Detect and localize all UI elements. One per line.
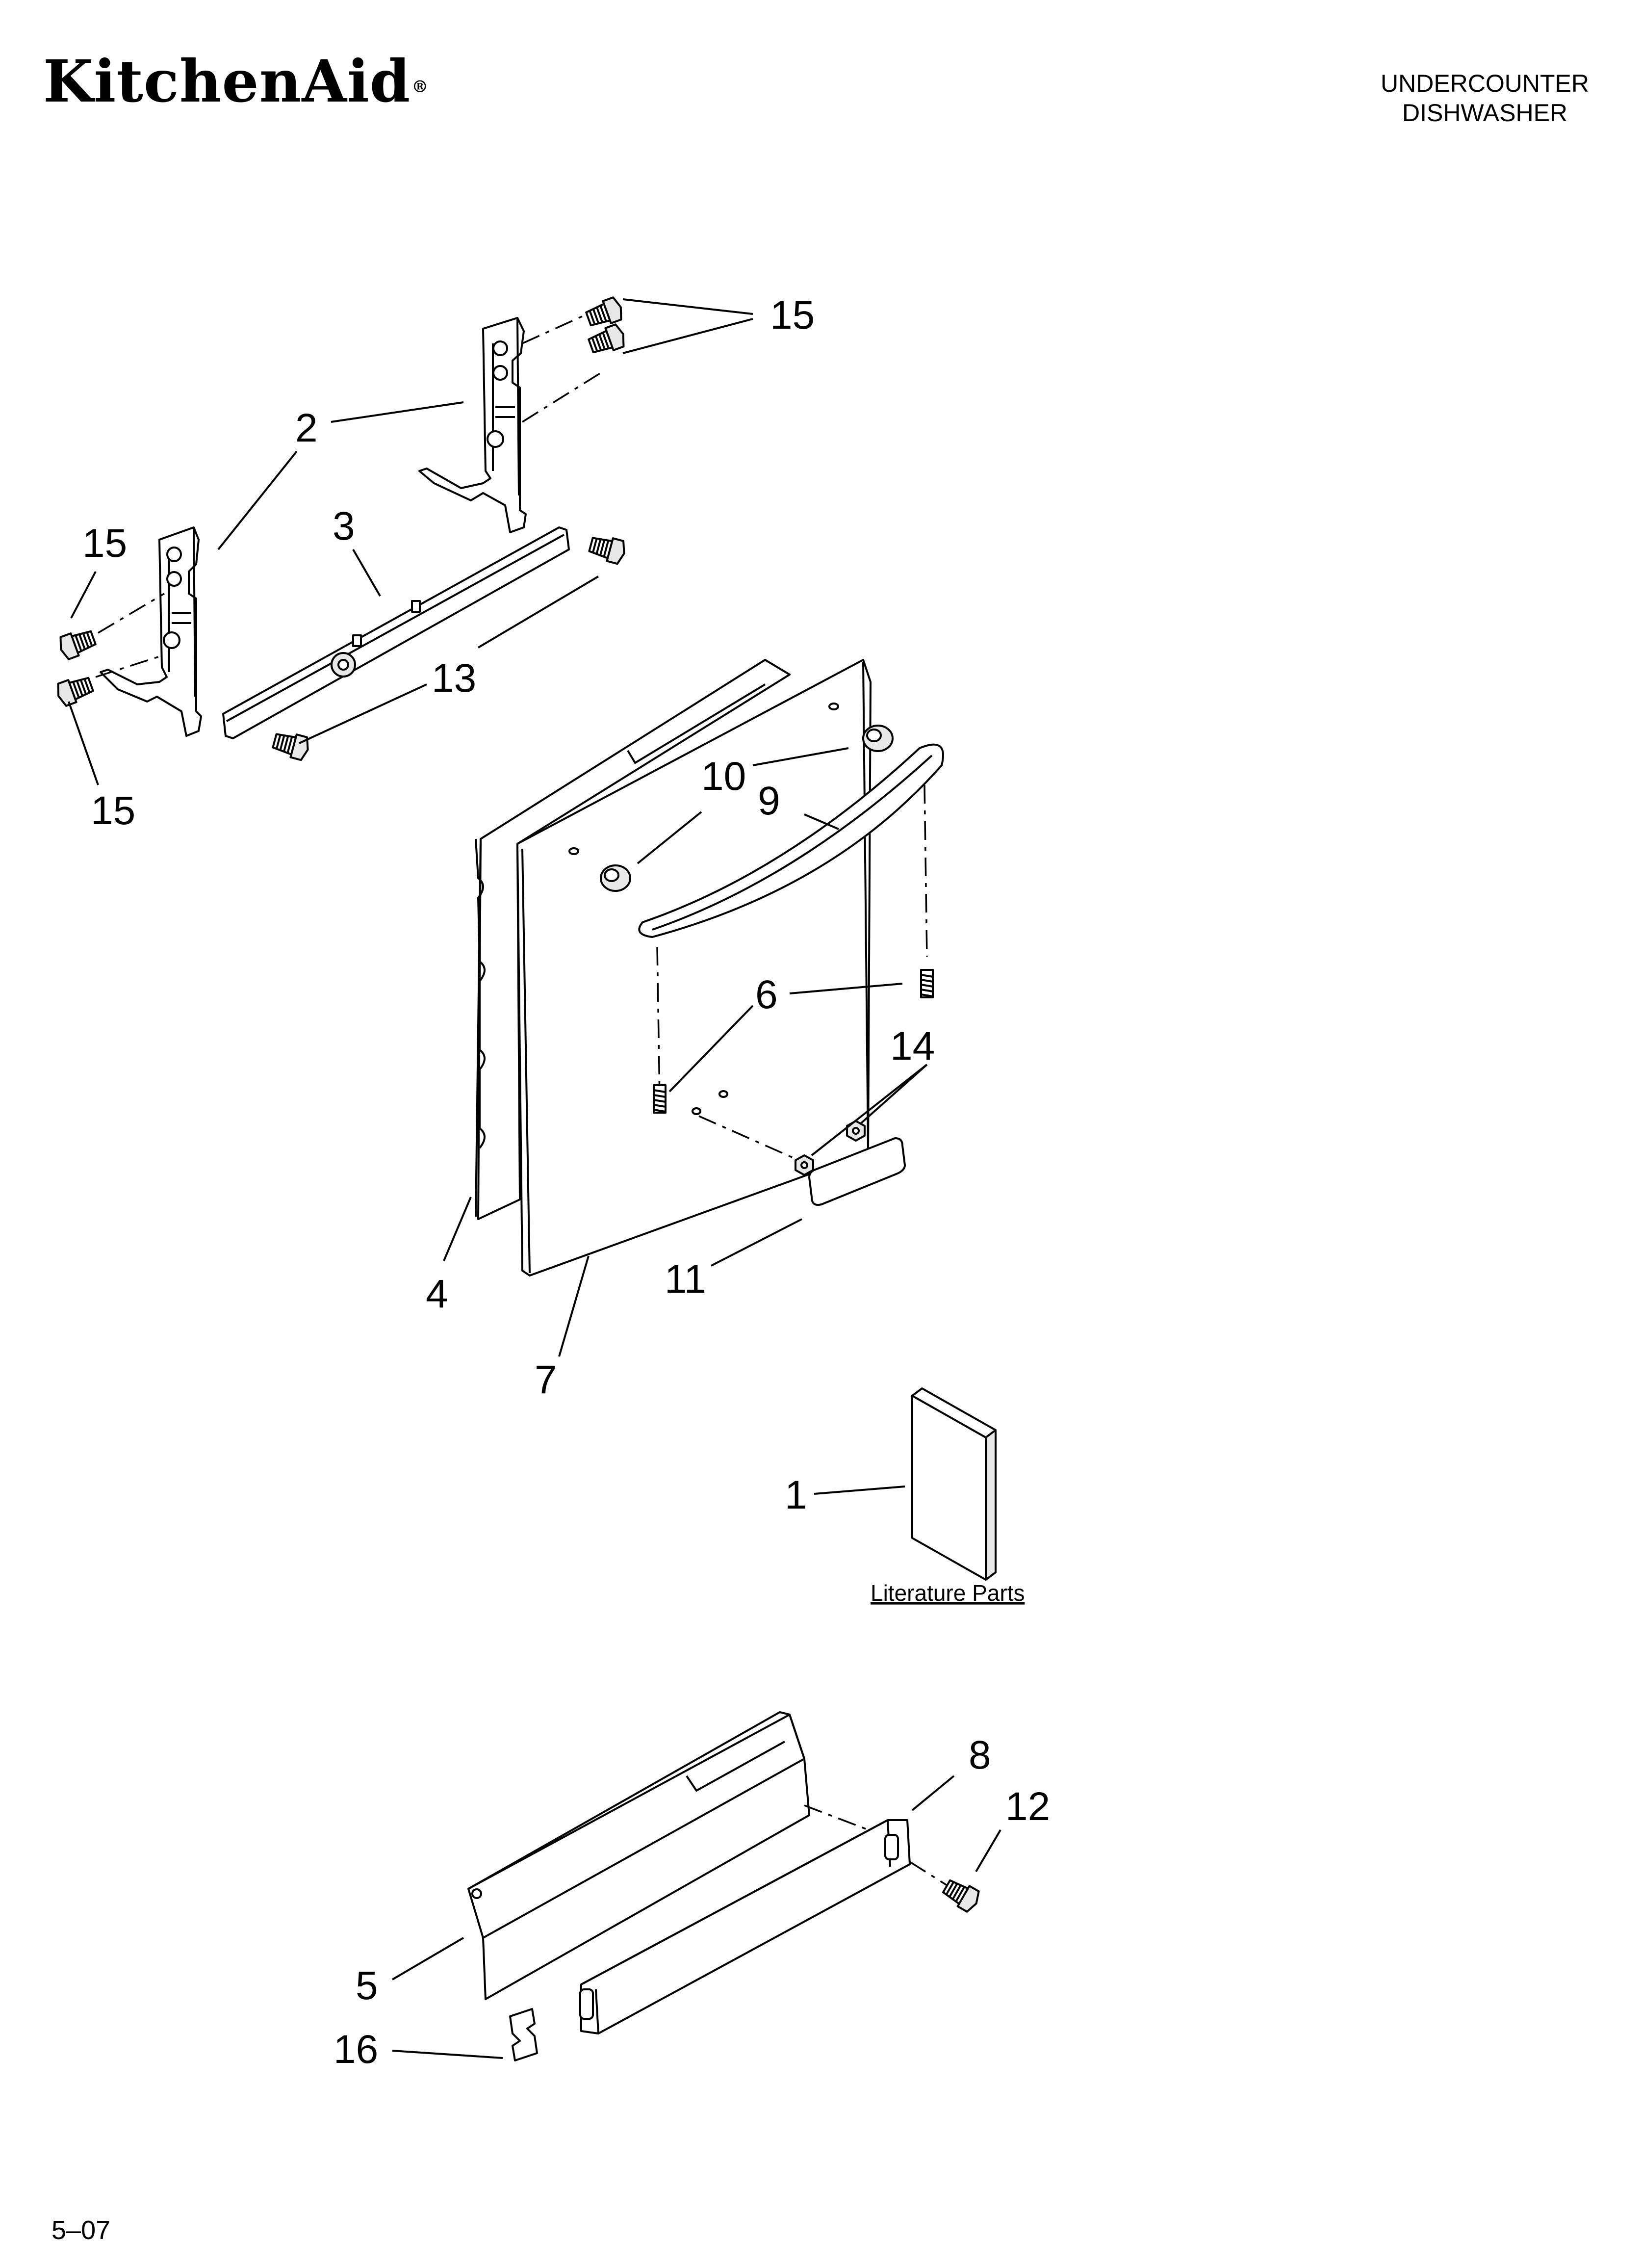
hinge-bracket-left bbox=[100, 526, 202, 737]
revision-code: 5–07 bbox=[51, 2216, 111, 2245]
door-handle bbox=[638, 743, 944, 938]
screw-15-left-2 bbox=[53, 672, 96, 708]
screw-12 bbox=[940, 1875, 983, 1915]
door-badge bbox=[808, 1137, 906, 1206]
handle-spacer-left bbox=[600, 864, 631, 892]
brand-logo: KitchenAid® bbox=[43, 47, 429, 115]
callout-2: 2 bbox=[295, 406, 318, 450]
handle-spacer-right bbox=[862, 725, 894, 752]
callout-8: 8 bbox=[969, 1733, 991, 1777]
toe-panel-extension bbox=[579, 1819, 911, 2034]
callout-1: 1 bbox=[785, 1473, 807, 1517]
callout-15-top: 15 bbox=[770, 293, 815, 338]
screw-15-top-1 bbox=[583, 295, 626, 331]
registered-mark: ® bbox=[411, 77, 429, 97]
literature-parts-caption: Literature Parts bbox=[871, 1580, 1025, 1606]
callout-12: 12 bbox=[1005, 1784, 1050, 1829]
callout-15-left-lower: 15 bbox=[91, 788, 135, 833]
literature-booklet bbox=[911, 1387, 997, 1581]
screw-13-left bbox=[270, 728, 312, 762]
spring-6-left bbox=[653, 1084, 667, 1114]
callout-9: 9 bbox=[758, 779, 780, 823]
callout-3: 3 bbox=[333, 504, 355, 548]
screw-15-top-2 bbox=[586, 322, 628, 358]
callout-6: 6 bbox=[755, 972, 778, 1017]
callout-7: 7 bbox=[535, 1357, 557, 1402]
leader-lines bbox=[68, 298, 1001, 2059]
spring-6-right bbox=[920, 969, 934, 998]
callout-13: 13 bbox=[432, 656, 476, 701]
callout-labels: 15 2 15 3 13 15 10 9 6 14 4 7 11 1 8 12 … bbox=[82, 293, 1050, 2072]
toe-panel bbox=[467, 1711, 810, 2000]
callout-4: 4 bbox=[426, 1272, 448, 1316]
mounting-rail bbox=[222, 526, 570, 739]
callout-10: 10 bbox=[701, 754, 746, 799]
toe-panel-clip bbox=[509, 2008, 538, 2061]
callout-11: 11 bbox=[665, 1257, 706, 1302]
callout-15-left-upper: 15 bbox=[82, 521, 127, 566]
callout-5: 5 bbox=[356, 1963, 378, 2008]
nut-14-right bbox=[846, 1120, 866, 1142]
screw-15-left-1 bbox=[56, 626, 99, 662]
callout-14: 14 bbox=[890, 1024, 935, 1069]
screw-13-right bbox=[587, 532, 628, 566]
callout-16: 16 bbox=[334, 2027, 378, 2072]
brand-name: KitchenAid bbox=[43, 47, 411, 115]
hinge-bracket-right bbox=[418, 317, 527, 533]
product-line-2: DISHWASHER bbox=[1402, 99, 1568, 127]
product-title: UNDERCOUNTER DISHWASHER bbox=[1381, 69, 1589, 128]
product-line-1: UNDERCOUNTER bbox=[1381, 70, 1589, 97]
